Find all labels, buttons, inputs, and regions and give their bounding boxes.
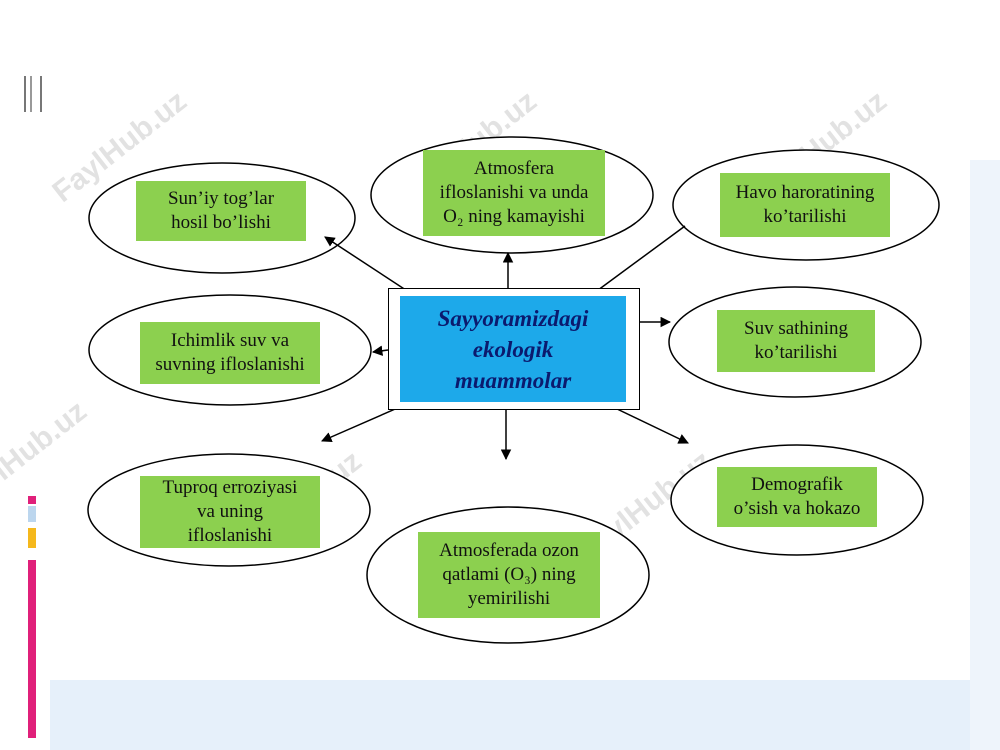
connector-ichimlik-suv [371, 345, 389, 356]
center-topic-line: ekologik [472, 336, 554, 362]
node-label-suv-sathi: Suv sathining ko’tarilishi [717, 310, 875, 372]
node-label-line: ko’tarilishi [754, 342, 838, 363]
node-label-line: yemirilishi [467, 588, 551, 609]
node-label-line: Atmosferada ozon [439, 540, 579, 561]
center-topic-line: Sayyoramizdagi [437, 305, 589, 331]
node-label-line: qatlami (O₃) ning [442, 564, 576, 585]
node-label-ichimlik-suv: Ichimlik suv va suvning ifloslanishi [140, 322, 320, 384]
node-label-line: Ichimlik suv va [170, 330, 290, 351]
decor-bar-blue [28, 506, 36, 522]
node-label-atmosfera-ifloslanishi: Atmosfera ifloslanishi va unda O₂ ning k… [423, 150, 605, 236]
node-label-line: ko’tarilishi [763, 206, 847, 227]
node-label-line: Havo haroratining [735, 182, 875, 203]
node-label-line: Tuproq erroziyasi [162, 477, 298, 498]
center-topic: Sayyoramizdagi ekologik muammolar [400, 296, 626, 402]
slide-right-band [970, 160, 1000, 750]
node-label-line: Suv sathining [744, 318, 848, 339]
node-label-line: ifloslanishi va unda [439, 182, 589, 203]
connector-suniy-toglar [324, 236, 419, 299]
decor-bar-magenta [28, 496, 36, 504]
node-label-demografik-osish: Demografik o’sish va hokazo [717, 467, 877, 527]
center-topic-line: muammolar [454, 367, 572, 393]
node-label-line: Sun’iy tog’lar [167, 188, 275, 209]
node-label-suniy-toglar: Sun’iy tog’lar hosil bo’lishi [136, 181, 306, 241]
decor-bar-pink [28, 560, 36, 738]
node-label-line: va uning [197, 501, 263, 522]
node-label-ozon-qatlami: Atmosferada ozon qatlami (O₃) ning yemir… [418, 532, 600, 618]
node-label-line: O₂ ning kamayishi [443, 206, 585, 227]
node-label-line: Demografik [751, 474, 843, 495]
node-label-line: o’sish va hokazo [733, 498, 861, 519]
slide-decor-lines [24, 76, 42, 112]
node-label-line: hosil bo’lishi [171, 212, 271, 233]
slide-bottom-band [50, 680, 1000, 750]
connector-havo-harorati [589, 225, 686, 297]
node-label-tuproq-erroziyasi: Tuproq erroziyasi va uning ifloslanishi [140, 476, 320, 548]
node-label-line: Atmosfera [473, 158, 555, 179]
node-label-line: ifloslanishi [187, 525, 273, 546]
decor-bar-orange [28, 528, 36, 548]
node-label-line: suvning ifloslanishi [155, 354, 305, 375]
node-label-havo-harorati: Havo haroratining ko’tarilishi [720, 173, 890, 237]
